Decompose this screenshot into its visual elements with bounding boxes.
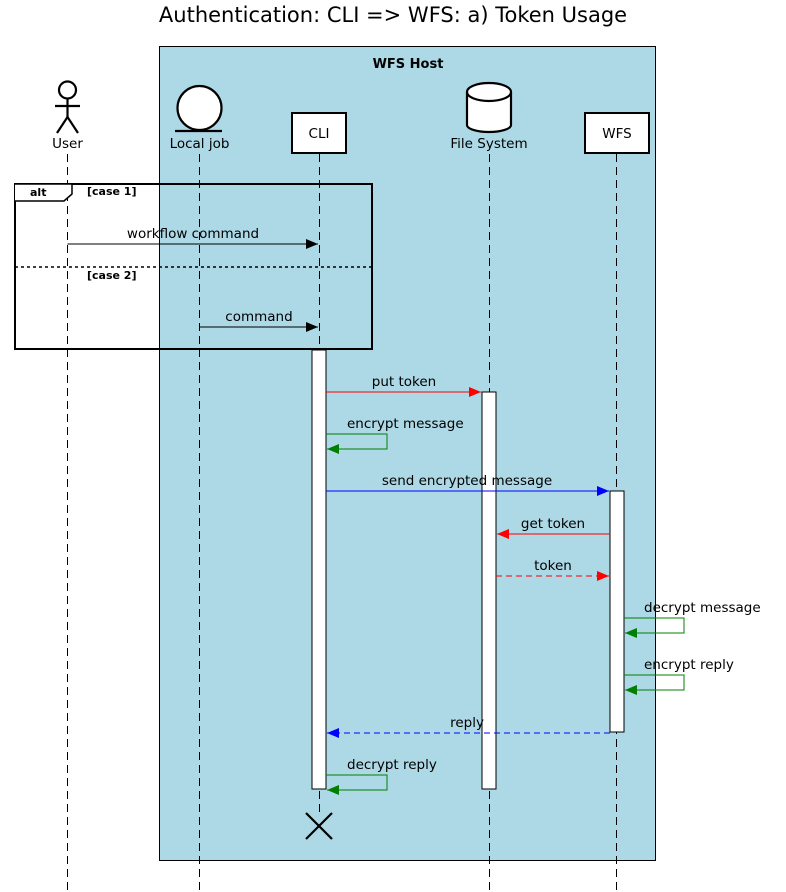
message-label-decrypt-message: decrypt message (644, 600, 761, 616)
message-label-token: token (534, 558, 572, 574)
message-label-get-token: get token (521, 516, 585, 532)
message-label-send-encrypted-message: send encrypted message (382, 473, 552, 489)
database-file-system-icon (465, 81, 513, 134)
message-label-command: command (225, 309, 292, 325)
alt-fragment (14, 183, 373, 350)
message-label-reply: reply (450, 715, 484, 731)
wfs-host-label: WFS Host (373, 57, 444, 72)
activation-bar-wfs (609, 490, 625, 733)
alt-keyword: alt (30, 186, 46, 199)
participant-label-cli: CLI (309, 126, 330, 142)
message-arrow-encrypt-reply (624, 674, 685, 695)
message-label-workflow-command: workflow command (127, 226, 259, 242)
message-labels: workflow command command put token encry… (127, 226, 761, 773)
activation-bar-file-system (481, 391, 497, 790)
participant-box-wfs (584, 112, 650, 154)
activation-bar-cli (311, 349, 327, 790)
actor-user-icon (55, 80, 80, 134)
participant-label-local-job: Local job (170, 136, 230, 152)
messages (67, 239, 685, 795)
diagram-title: Authentication: CLI => WFS: a) Token Usa… (159, 3, 627, 27)
message-arrow-decrypt-reply (326, 774, 388, 795)
participant-label-user: User (52, 136, 83, 152)
destroy-x-icon (305, 812, 333, 840)
participant-label-file-system: File System (450, 136, 527, 152)
participant-box-cli (291, 112, 347, 154)
message-arrow-encrypt-message (326, 433, 388, 454)
message-label-encrypt-message: encrypt message (347, 416, 464, 432)
participant-label-wfs: WFS (602, 126, 631, 142)
entity-local-job-icon (175, 84, 223, 133)
message-label-put-token: put token (372, 374, 436, 390)
message-label-decrypt-reply: decrypt reply (347, 757, 437, 773)
wfs-host-box (159, 46, 656, 861)
alt-guard-case-1: [case 1] (87, 185, 137, 198)
message-label-encrypt-reply: encrypt reply (644, 657, 734, 673)
message-arrow-decrypt-message (624, 617, 685, 638)
alt-guard-case-2: [case 2] (87, 269, 137, 282)
